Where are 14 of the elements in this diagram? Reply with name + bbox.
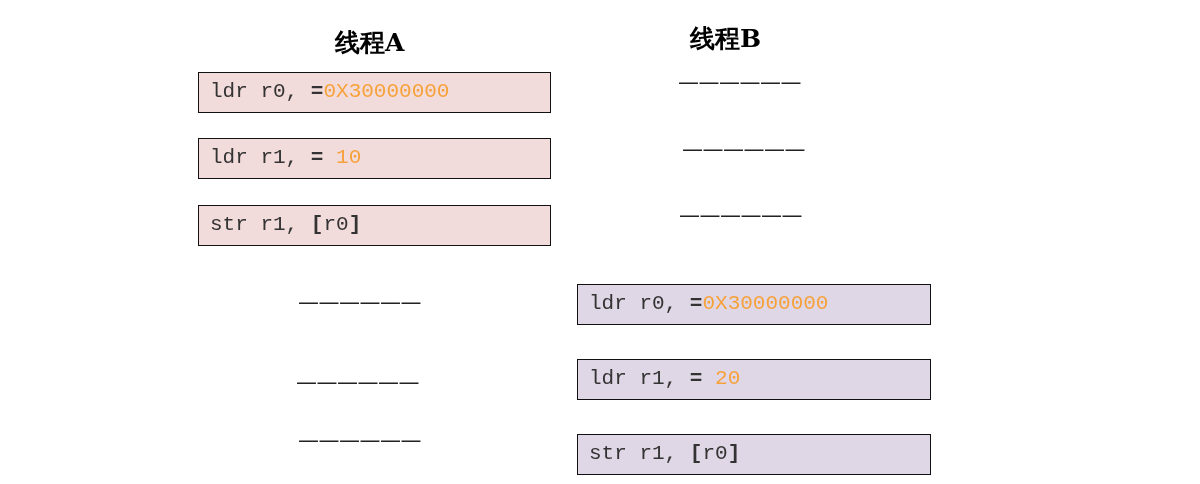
fill-in-line: —————— (298, 290, 421, 314)
code-box: str r1, [r0] (577, 434, 931, 475)
fill-in-line: —————— (298, 428, 421, 452)
code-box: ldr r0, =0X30000000 (198, 72, 551, 113)
code-box: ldr r1, = 20 (577, 359, 931, 400)
code-box: str r1, [r0] (198, 205, 551, 246)
thread-heading: 线程A (335, 27, 405, 59)
fill-in-line: —————— (296, 370, 419, 394)
thread-heading: 线程B (690, 23, 762, 55)
fill-in-line: —————— (682, 137, 805, 161)
fill-in-line: —————— (679, 203, 802, 227)
code-box: ldr r0, =0X30000000 (577, 284, 931, 325)
code-box: ldr r1, = 10 (198, 138, 551, 179)
fill-in-line: —————— (678, 70, 801, 94)
